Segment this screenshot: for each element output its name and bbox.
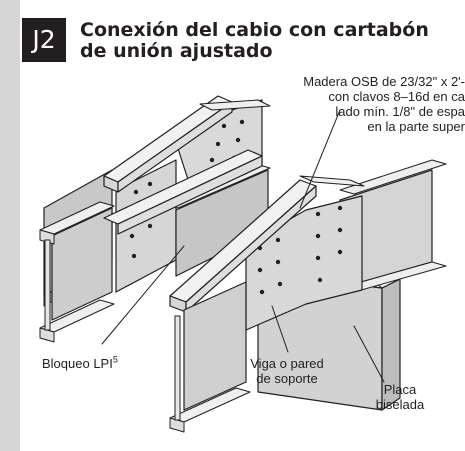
page-title: Conexión del cabio con cartabón de unión…: [80, 20, 460, 62]
support-beam-line-1: Viga o pared: [250, 356, 324, 371]
right-i-joist: [169, 281, 251, 433]
lpi-footnote-marker: 5: [112, 354, 118, 365]
beveled-plate-callout: Placa biselada: [345, 382, 455, 412]
osb-callout-line-3: lado mín. 1/8" de espa: [335, 104, 465, 119]
title-line-2: de unión ajustado: [80, 40, 273, 62]
osb-callout-line-4: en la parte super: [367, 119, 465, 134]
left-rafter: [103, 95, 271, 193]
lpi-callout-text: Bloqueo LPI: [42, 356, 113, 371]
section-badge: J2: [22, 18, 66, 62]
left-i-joist: [39, 201, 115, 343]
lpi-blocking-callout: Bloqueo LPI5: [42, 354, 118, 371]
leader-lines: [101, 109, 385, 383]
left-margin-band: [0, 0, 20, 451]
beveled-plate-line-2: biselada: [375, 397, 425, 412]
title-line-1: Conexión del cabio con cartabón: [80, 19, 429, 41]
osb-callout-line-2: con clavos 8–16d en ca: [328, 89, 465, 104]
right-back-web: [339, 159, 447, 293]
middle-rafter: [103, 149, 263, 235]
osb-callout: Madera OSB de 23/32" x 2'- con clavos 8–…: [303, 74, 465, 134]
support-beam-callout: Viga o pared de soporte: [232, 356, 342, 386]
beveled-plate-line-1: Placa: [383, 382, 417, 397]
right-rafter: [169, 179, 317, 313]
osb-callout-line-1: Madera OSB de 23/32" x 2'-: [303, 74, 465, 89]
support-beam-line-2: de soporte: [256, 371, 318, 386]
right-top-flange: [299, 175, 365, 187]
